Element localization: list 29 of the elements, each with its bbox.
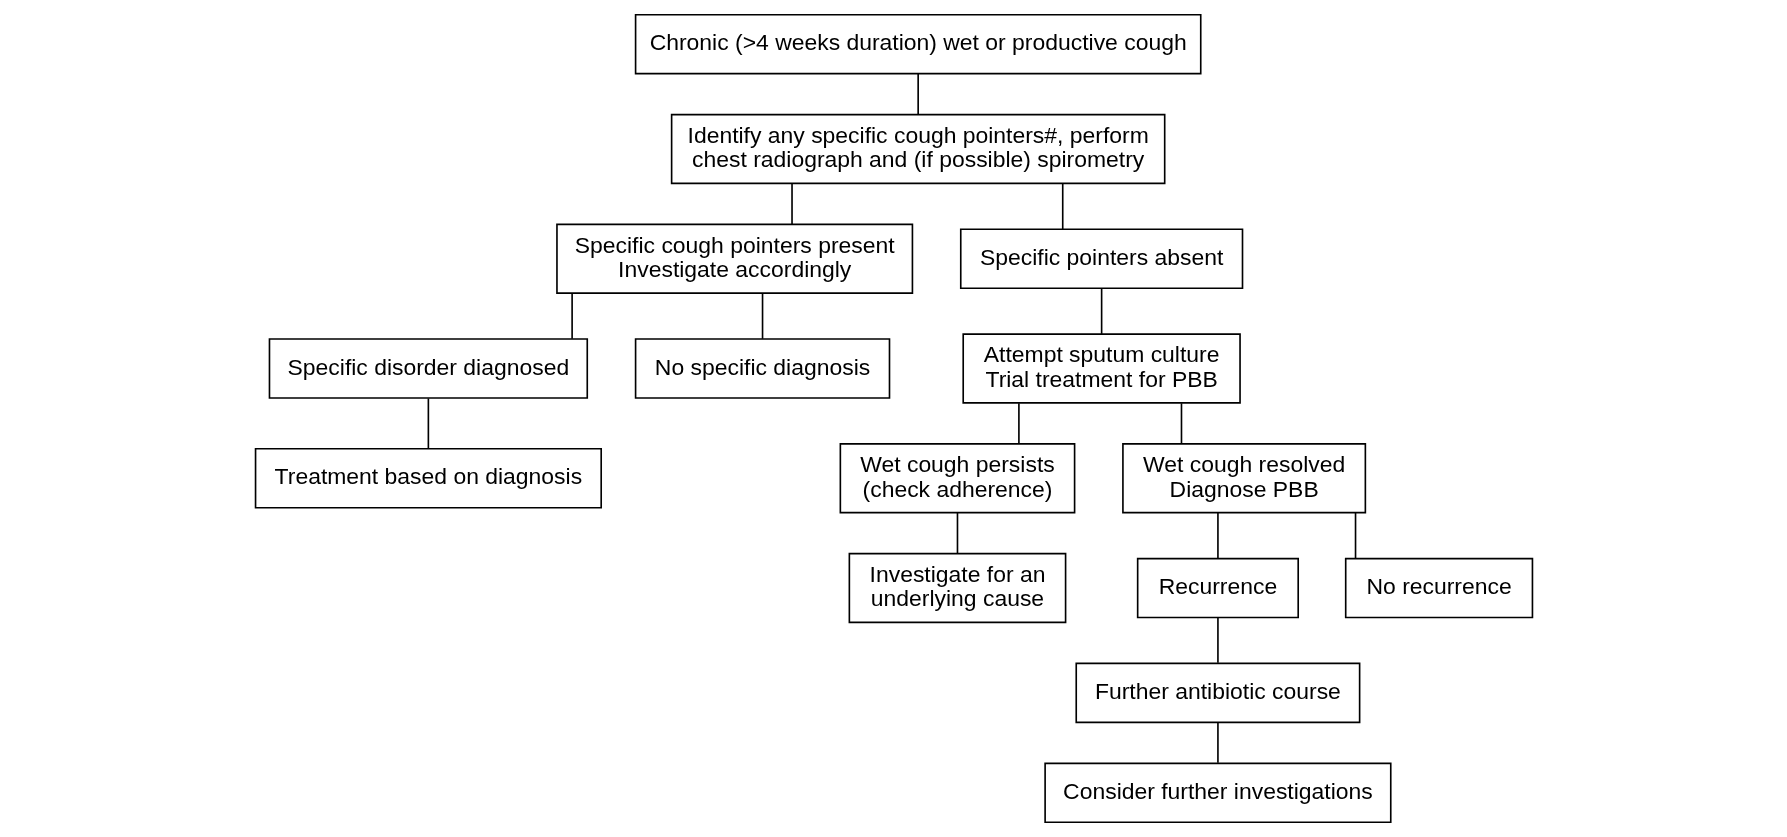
node-box: Identify any specific cough pointers#, perform chest radiograph and (if possible) spirometry (670, 113, 1165, 185)
node-box: Wet cough resolved Diagnose PBB (1121, 443, 1366, 514)
connector (1216, 617, 1219, 664)
connector (570, 292, 573, 340)
connector (956, 512, 958, 554)
connector (790, 182, 793, 225)
node-box: Specific cough pointers present Investigate accordingly (555, 223, 913, 294)
connector (761, 292, 763, 340)
connector (916, 73, 919, 116)
node-box: Attempt sputum culture Trial treatment for PBB (961, 333, 1241, 404)
connector (1061, 182, 1064, 230)
connector (1216, 512, 1219, 560)
node-box: No recurrence (1344, 557, 1533, 619)
connector (1354, 512, 1356, 560)
node-box: Treatment based on diagnosis (254, 448, 602, 509)
connector (1180, 402, 1182, 445)
node-box: Investigate for an underlying cause (848, 552, 1066, 624)
node-box: Wet cough persists (check adherence) (839, 443, 1075, 514)
node-box: Consider further investigations (1043, 762, 1392, 824)
node-box: Specific disorder diagnosed (268, 338, 588, 399)
connector (1017, 402, 1020, 445)
connector (1216, 722, 1219, 764)
connector (427, 397, 429, 450)
node-box: No specific diagnosis (634, 338, 890, 399)
node-box: Chronic (>4 weeks duration) wet or productive cough (634, 13, 1202, 75)
connector (1100, 287, 1102, 335)
node-box: Further antibiotic course (1074, 662, 1360, 724)
node-box: Recurrence (1136, 557, 1299, 619)
node-box: Specific pointers absent (959, 228, 1243, 290)
